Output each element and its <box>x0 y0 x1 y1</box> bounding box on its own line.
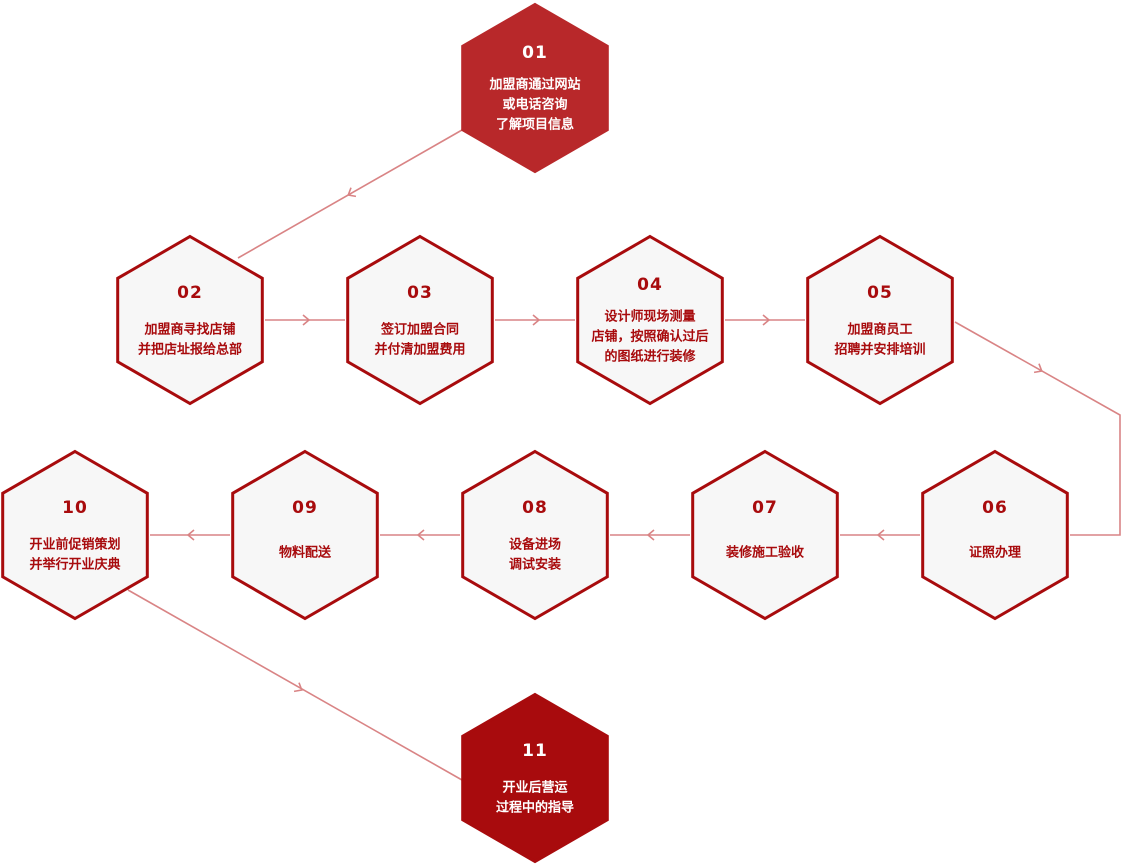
step-hexagon <box>346 234 494 406</box>
connector-06-07 <box>840 529 920 541</box>
step-hexagon <box>461 692 609 864</box>
step-description-line: 证照办理 <box>969 545 1021 561</box>
step-description-line: 设计师现场测量 <box>604 309 695 325</box>
step-description-line: 开业前促销策划 <box>29 537 120 553</box>
connector-05-06 <box>954 321 1121 536</box>
connector-07-08 <box>610 529 690 541</box>
step-description-line: 加盟商员工 <box>846 322 912 338</box>
step-description-line: 物料配送 <box>279 545 332 561</box>
step-hexagon <box>116 234 264 406</box>
arrow-chevron-icon <box>1033 363 1043 374</box>
step-hexagon <box>921 449 1069 621</box>
step-description-line: 加盟商通过网站 <box>488 77 580 93</box>
connector-line <box>954 321 1121 536</box>
step-description-line: 招聘并安排培训 <box>834 342 925 358</box>
step-description-line: 签订加盟合同 <box>380 322 459 338</box>
step-hexagon <box>576 234 724 406</box>
step-description-line: 并把店址报给总部 <box>138 342 242 358</box>
arrow-chevron-icon <box>293 682 303 693</box>
step-description-line: 过程中的指导 <box>496 800 574 816</box>
step-number: 06 <box>982 498 1008 518</box>
arrow-chevron-icon <box>347 187 357 198</box>
step-description-line: 调试安装 <box>509 557 561 573</box>
step-number: 01 <box>522 43 548 63</box>
connector-03-04 <box>495 314 575 326</box>
arrow-chevron-icon <box>646 529 655 541</box>
arrow-chevron-icon <box>762 314 771 326</box>
connector-line <box>237 129 463 259</box>
connector-08-09 <box>380 529 460 541</box>
connector-02-03 <box>265 314 345 326</box>
step-hexagon <box>691 449 839 621</box>
step-number: 02 <box>177 283 203 303</box>
connector-04-05 <box>725 314 805 326</box>
step-description-line: 设备进场 <box>509 537 561 553</box>
step-number: 05 <box>867 283 893 303</box>
step-description-line: 了解项目信息 <box>496 117 574 133</box>
connector-01-02 <box>237 129 463 259</box>
step-description-line: 并付清加盟费用 <box>374 342 465 358</box>
step-number: 04 <box>637 275 663 295</box>
arrow-chevron-icon <box>532 314 541 326</box>
step-hexagon <box>1 449 149 621</box>
step-number: 10 <box>62 498 88 518</box>
step-description-line: 或电话咨询 <box>502 97 567 113</box>
step-number: 07 <box>752 498 778 518</box>
step-description-line: 并举行开业庆典 <box>29 557 120 573</box>
step-hexagon <box>231 449 379 621</box>
connector-09-10 <box>150 529 230 541</box>
step-number: 09 <box>292 498 318 518</box>
arrow-chevron-icon <box>416 529 425 541</box>
arrow-chevron-icon <box>302 314 311 326</box>
step-description-line: 装修施工验收 <box>725 545 805 561</box>
connector-layer <box>127 129 1121 781</box>
step-hexagon <box>806 234 954 406</box>
step-number: 03 <box>407 283 433 303</box>
step-description-line: 加盟商寻找店铺 <box>143 322 235 338</box>
connector-10-11 <box>127 589 463 781</box>
step-hexagon <box>461 449 609 621</box>
step-number: 11 <box>522 741 548 761</box>
connector-line <box>127 589 463 781</box>
arrow-chevron-icon <box>876 529 885 541</box>
step-7: 07 装修施工验收 <box>691 449 839 621</box>
step-description-line: 开业后营运 <box>502 780 567 796</box>
step-number: 08 <box>522 498 548 518</box>
step-hexagon <box>461 2 609 174</box>
arrow-chevron-icon <box>186 529 195 541</box>
step-6: 06 证照办理 <box>921 449 1069 621</box>
step-description-line: 店铺，按照确认过后 <box>591 329 708 345</box>
step-9: 09 物料配送 <box>231 449 379 621</box>
step-description-line: 的图纸进行装修 <box>604 349 696 365</box>
